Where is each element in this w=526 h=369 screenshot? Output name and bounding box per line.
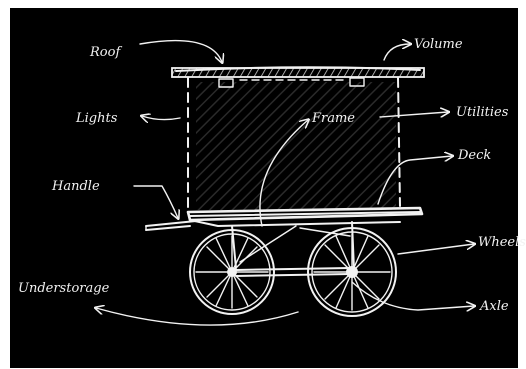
label-deck: Deck: [457, 148, 491, 163]
volume-arrow: [384, 44, 410, 60]
wheels-arrow: [398, 244, 474, 254]
label-roof: Roof: [89, 45, 122, 60]
roof-arrow: [140, 41, 222, 62]
roof-shape: [172, 67, 424, 77]
handle-arrow: [134, 186, 178, 218]
cart-body-shading: [196, 82, 396, 210]
label-lights: Lights: [75, 111, 118, 126]
label-understorage: Understorage: [18, 281, 110, 296]
lights-arrow: [142, 116, 180, 120]
label-axle: Axle: [479, 299, 509, 314]
axle-arrow: [352, 282, 474, 310]
frame-struts: [232, 222, 354, 270]
label-frame: Frame: [311, 111, 355, 126]
understorage-arrow: [96, 308, 298, 325]
label-handle: Handle: [51, 179, 100, 194]
label-wheels: Wheels: [478, 235, 526, 250]
wheel-left: [190, 230, 274, 314]
label-volume: Volume: [414, 37, 463, 52]
label-utilities: Utilities: [456, 105, 509, 120]
